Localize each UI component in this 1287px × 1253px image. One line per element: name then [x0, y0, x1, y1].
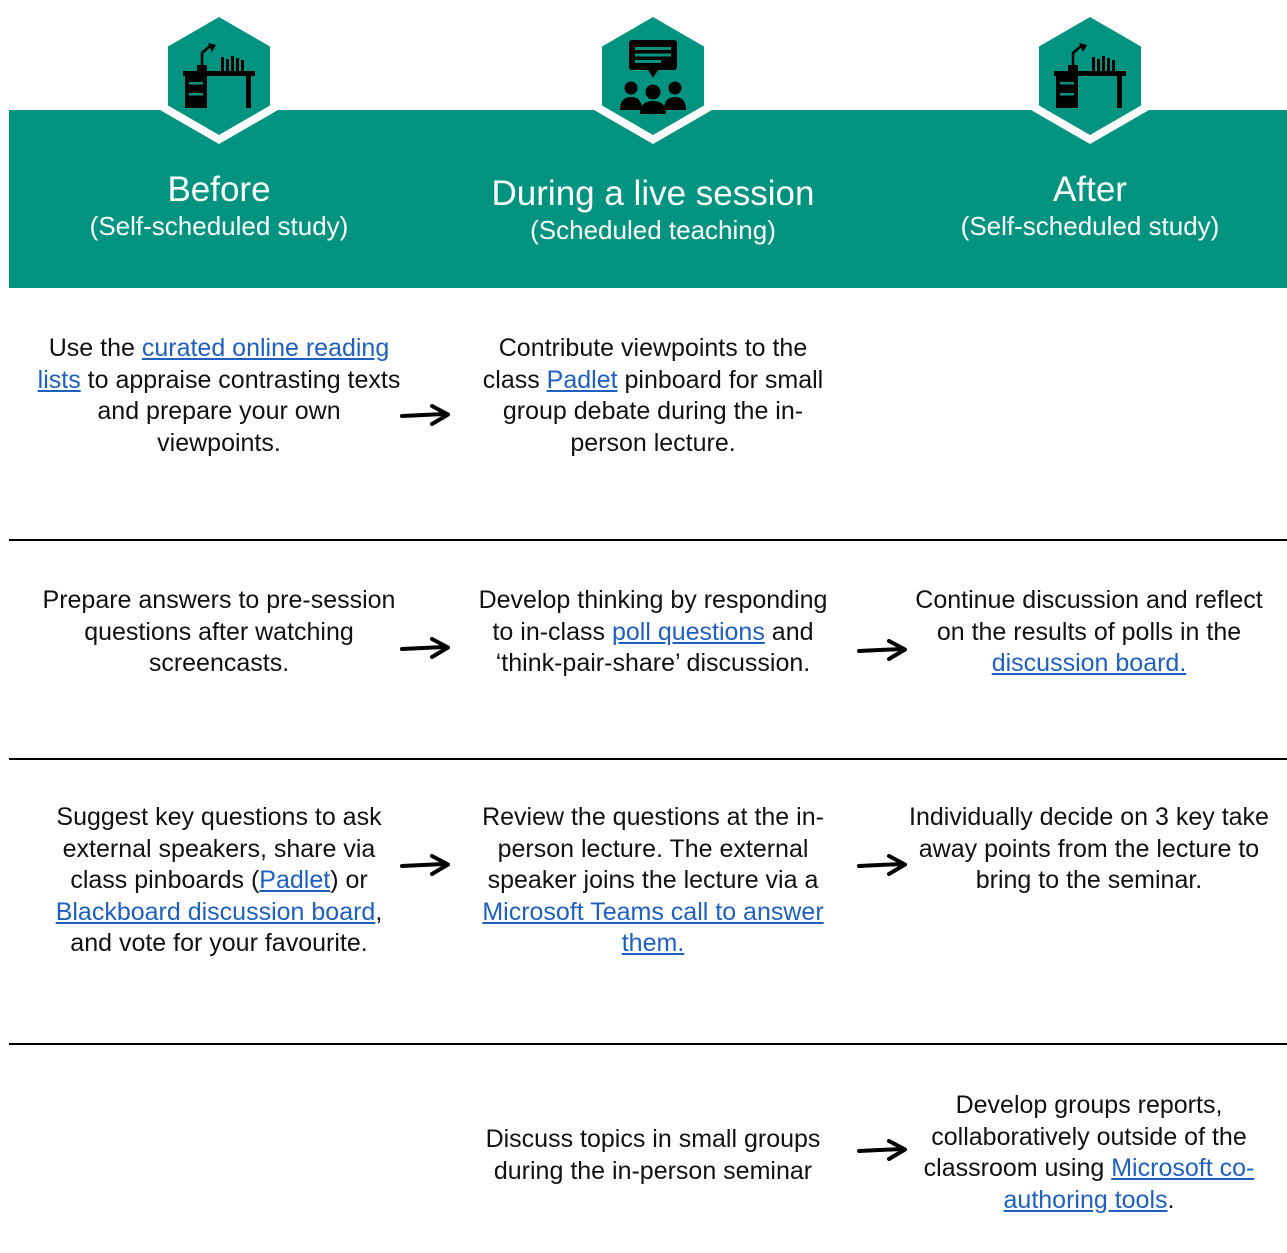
row-divider [9, 758, 1287, 760]
row-4-during-text-part: Discuss topics in small groups during th… [485, 1125, 821, 1185]
padlet-link[interactable]: Padlet [259, 866, 331, 894]
desk-icon [183, 43, 255, 108]
row-1-during-text-part: pinboard for small group debate during t… [502, 365, 824, 457]
phase-before-subtitle: (Self-scheduled study) [89, 211, 349, 241]
phase-after-title: After [1053, 170, 1127, 209]
row-3-during-text-part: Review the questions at the in-person le… [482, 803, 824, 894]
phase-after-subtitle: (Self-scheduled study) [960, 211, 1220, 241]
row-1-during-text: Contribute viewpoints to the class Padle… [468, 333, 838, 459]
row-4-during-text: Discuss topics in small groups during th… [468, 1124, 838, 1187]
flow-arrow-icon [857, 639, 907, 661]
row-divider [9, 539, 1287, 541]
row-3-before-text-part: Suggest key questions to ask external sp… [56, 803, 382, 894]
phase-during: During a live session (Scheduled teachin… [428, 174, 878, 246]
poll-questions-link[interactable]: poll questions [611, 617, 765, 646]
row-3-during-text: Review the questions at the in-person le… [468, 802, 838, 960]
row-3-before-text: Suggest key questions to ask external sp… [34, 802, 404, 960]
row-3-after-text-part: Individually decide on 3 key take away p… [909, 803, 1269, 894]
desk-icon [1054, 43, 1126, 108]
flow-arrow-icon [400, 404, 450, 426]
flow-arrow-icon [857, 854, 907, 876]
row-4-after-text-part: . [1167, 1185, 1175, 1214]
row-1-before-text: Use the curated online reading lists to … [34, 333, 404, 459]
phase-before: Before (Self-scheduled study) [69, 170, 369, 242]
row-2-after-text-part: Continue discussion and reflect on the r… [915, 586, 1263, 646]
row-1-before-text-part: Use the [48, 334, 142, 362]
row-2-before-text-part: Prepare answers to pre-session questions… [42, 586, 396, 677]
row-3-after-text: Individually decide on 3 key take away p… [904, 802, 1274, 897]
flow-arrow-icon [857, 1139, 907, 1161]
row-2-after-text: Continue discussion and reflect on the r… [904, 585, 1274, 680]
row-4-after-text-part: Develop groups reports, collaboratively … [923, 1091, 1247, 1182]
blackboard-discussion-board-link[interactable]: Blackboard discussion board [55, 897, 376, 926]
row-2-during-text: Develop thinking by responding to in-cla… [468, 585, 838, 680]
row-1-during-text-part: Contribute viewpoints to the class [482, 334, 808, 394]
phase-during-subtitle: (Scheduled teaching) [530, 215, 776, 245]
row-4-after-text: Develop groups reports, collaboratively … [904, 1090, 1274, 1216]
padlet-link[interactable]: Padlet [546, 365, 618, 394]
discussion-board-link[interactable]: discussion board. [991, 649, 1187, 677]
row-2-during-text-part: Develop thinking by responding to in-cla… [478, 586, 828, 646]
phase-after: After (Self-scheduled study) [930, 170, 1250, 242]
row-3-before-text-part: ) or [330, 866, 368, 894]
row-3-before-text-part: , and vote for your favourite. [70, 897, 383, 958]
discussion-group-icon [620, 40, 686, 114]
flow-arrow-icon [400, 637, 450, 659]
flow-arrow-icon [400, 854, 450, 876]
row-divider [9, 1043, 1287, 1045]
phase-during-title: During a live session [491, 174, 815, 213]
microsoft-teams-call-link[interactable]: Microsoft Teams call to answer them. [482, 897, 824, 958]
row-2-during-text-part: and ‘think-pair-share’ discussion. [495, 617, 814, 678]
row-1-before-text-part: to appraise contrasting texts and prepar… [80, 365, 401, 457]
phase-before-title: Before [167, 170, 271, 209]
during-icon-badge [594, 8, 712, 144]
curated-reading-lists-link[interactable]: curated online reading lists [37, 334, 390, 394]
microsoft-co-authoring-tools-link[interactable]: Microsoft co-authoring tools [1003, 1154, 1255, 1214]
row-2-before-text: Prepare answers to pre-session questions… [34, 585, 404, 680]
